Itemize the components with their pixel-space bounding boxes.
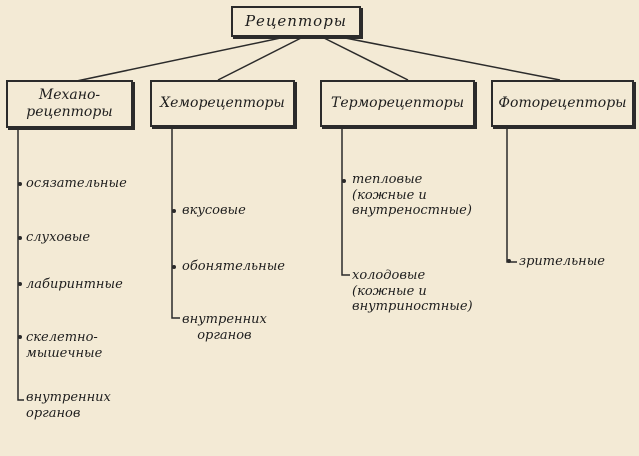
branch-dot	[18, 236, 22, 240]
root-node-label: Рецепторы	[244, 12, 348, 31]
leaf-internal-organs-chemo: внутренних органов	[182, 312, 267, 343]
leaf-labyrinth: лабиринтные	[26, 277, 123, 292]
leaf-tactile: осязательные	[26, 176, 127, 191]
branch-dot	[342, 179, 346, 183]
branch-dot	[507, 259, 511, 263]
leaf-auditory: слуховые	[26, 230, 91, 245]
connector-root-cat2	[319, 35, 409, 81]
leaf-olfactory: обонятельные	[182, 259, 285, 274]
branch-dot	[18, 335, 22, 339]
leaf-skeletal-muscle: скелетно- мышечные	[26, 330, 103, 361]
category-node-chemo: Хеморецепторы	[150, 80, 295, 127]
connector-root-cat3	[334, 35, 561, 81]
stem-cat2	[341, 127, 350, 276]
category-label: Хеморецепторы	[160, 94, 285, 111]
stem-cat3	[506, 127, 517, 263]
category-node-mechano: Механо- рецепторы	[6, 80, 133, 128]
branch-dot	[172, 209, 176, 213]
leaf-gustatory: вкусовые	[182, 203, 246, 218]
category-label: Механо- рецепторы	[26, 86, 113, 121]
branch-dot	[18, 182, 22, 186]
category-label: Терморецепторы	[330, 94, 464, 111]
leaf-internal-organs-mechano: внутренних органов	[26, 390, 111, 421]
branch-dots	[18, 179, 511, 339]
connector-root-cat1	[217, 35, 306, 81]
leaf-visual: зрительные	[519, 254, 606, 269]
category-node-thermo: Терморецепторы	[320, 80, 475, 127]
branch-dot	[18, 282, 22, 286]
stem-cat1	[171, 127, 180, 319]
leaf-warm: тепловые (кожные и внутреностные)	[352, 172, 472, 219]
category-label: Фоторецепторы	[498, 94, 627, 111]
root-node: Рецепторы	[231, 6, 361, 37]
leaf-cold: холодовые (кожные и внутриностные)	[352, 268, 473, 315]
category-node-photo: Фоторецепторы	[491, 80, 634, 127]
connector-root-cat0	[71, 35, 291, 83]
branch-dot	[172, 265, 176, 269]
stem-cat0	[17, 128, 24, 401]
